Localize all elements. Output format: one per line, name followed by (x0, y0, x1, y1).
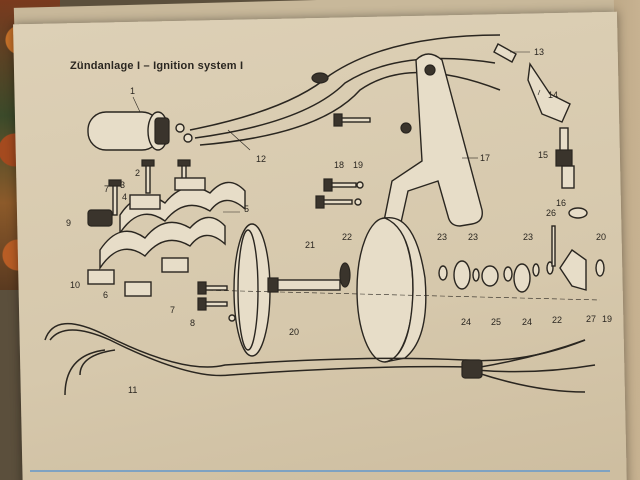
coil-clamp-bracket (99, 177, 246, 271)
label-part-19b: 19 (602, 314, 612, 324)
label-part-21: 21 (305, 240, 315, 250)
label-part-22b: 22 (552, 315, 562, 325)
bracket-screws (315, 113, 371, 209)
label-part-20a: 20 (289, 327, 299, 337)
stator-screws (197, 281, 236, 322)
label-part-7a: 7 (104, 184, 109, 194)
leader-lines (132, 51, 541, 213)
label-part-23b: 23 (468, 232, 478, 242)
label-part-26: 26 (546, 208, 556, 218)
drive-shaft (199, 277, 601, 301)
label-part-6: 6 (103, 290, 108, 300)
label-part-23c: 23 (523, 232, 533, 242)
label-part-24b: 24 (522, 317, 532, 327)
label-part-1: 1 (130, 86, 135, 96)
shaft-components (339, 225, 605, 293)
page-edge-line (30, 470, 610, 472)
magneto-housing (356, 217, 427, 363)
label-part-22a: 22 (342, 232, 352, 242)
cable-harness (44, 322, 596, 396)
label-part-18: 18 (334, 160, 344, 170)
label-part-25: 25 (491, 317, 501, 327)
part-number-labels: 1 2 3 4 5 6 7 7 8 9 10 11 12 13 14 15 16… (66, 47, 612, 395)
label-part-17: 17 (480, 153, 490, 163)
label-part-12: 12 (256, 154, 266, 164)
page-title: Zündanlage I – Ignition system I (70, 60, 244, 72)
label-part-8: 8 (190, 318, 195, 328)
label-part-20b: 20 (596, 232, 606, 242)
stator-plate (233, 223, 271, 357)
rubber-pads (87, 209, 189, 297)
label-part-23a: 23 (437, 232, 447, 242)
label-part-14: 14 (548, 90, 558, 100)
label-part-5: 5 (244, 204, 249, 214)
spark-plug-assembly (493, 43, 588, 219)
label-part-2: 2 (135, 168, 140, 178)
label-part-15: 15 (538, 150, 548, 160)
label-part-13: 13 (534, 47, 544, 57)
label-part-9: 9 (66, 218, 71, 228)
label-part-27: 27 (586, 314, 596, 324)
label-part-4: 4 (122, 192, 127, 202)
label-part-11: 11 (128, 385, 137, 395)
label-part-10: 10 (70, 280, 80, 290)
label-part-16: 16 (556, 198, 566, 208)
ignition-coil (87, 111, 193, 151)
label-part-19a: 19 (353, 160, 363, 170)
label-part-3: 3 (120, 180, 125, 190)
label-part-24a: 24 (461, 317, 471, 327)
label-part-7b: 7 (170, 305, 175, 315)
